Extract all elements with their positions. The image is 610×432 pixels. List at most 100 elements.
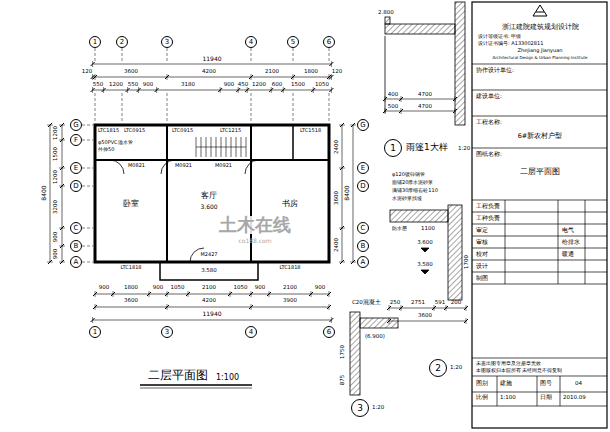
drawing-label: 2100 (202, 285, 216, 291)
drawing-label: 4700 (418, 104, 432, 110)
drawing-label: 2.800 (378, 10, 394, 16)
drawing-line (472, 212, 607, 213)
axis-bubble: 4 (245, 36, 257, 48)
axis-bubble: F (70, 134, 82, 146)
drawing-label: 8400 (344, 185, 350, 200)
drawing-line (472, 148, 607, 149)
dimension-line (60, 166, 64, 170)
drawing-label: 400 (388, 92, 399, 98)
drawing-label: 3600 (334, 191, 340, 205)
drawing-label: 外伸50 (98, 147, 114, 152)
dimension-line (155, 88, 159, 92)
drawing-path (110, 160, 124, 174)
drawing-line (472, 248, 607, 249)
drawing-label: 900 (224, 82, 235, 88)
drawing-line (472, 358, 607, 359)
dimension-line (91, 88, 95, 92)
dimension-line (385, 99, 455, 100)
drawing-label: 3.600 (200, 204, 217, 210)
drawing-label: 未盖出图专用章及注册章无效 (476, 362, 541, 367)
title-block (472, 2, 607, 428)
axis-label: 3 (165, 329, 169, 336)
dimension-line (82, 228, 93, 229)
axis-bubble: 6 (323, 36, 335, 48)
dimension-line (82, 168, 93, 169)
axis-bubble: 1 (89, 326, 101, 338)
dimension-line (340, 260, 344, 264)
drawing-path (421, 248, 429, 252)
dimension-line (251, 93, 252, 123)
drawing-label: LTC0915 (124, 128, 145, 133)
detail-bubble: 1 (384, 139, 402, 157)
drawing-label: 1800 (124, 285, 138, 291)
drawing-line (472, 224, 607, 225)
dimension-line (329, 318, 333, 322)
axis-label: 4 (249, 39, 253, 46)
axis-bubble: C (357, 222, 369, 234)
detail-eave (390, 205, 462, 300)
drawing-label: 120 (332, 69, 343, 75)
dimension-line (95, 48, 96, 61)
drawing-label: 120 (82, 69, 93, 75)
dimension-line (293, 93, 294, 123)
dimension-line (249, 75, 253, 79)
dimension-line (165, 305, 169, 309)
dimension-line (453, 109, 457, 113)
drawing-rect (390, 210, 448, 222)
axis-bubble: 4 (245, 326, 257, 338)
drawing-label: 1200 (53, 170, 59, 184)
drawing-path (533, 5, 547, 16)
drawing-label: 协作设计单位: (476, 68, 514, 74)
dimension-line (218, 88, 222, 92)
axis-bubble: C (70, 222, 82, 234)
dimension-line (102, 88, 106, 92)
drawing-label: 875 (340, 375, 346, 386)
dimension-line (329, 62, 333, 66)
drawing-line (140, 384, 252, 386)
axis-label: 3 (165, 39, 169, 46)
drawing-label: 二层平面图 (520, 168, 560, 176)
drawing-label: 1100 (421, 226, 435, 232)
dimension-line (281, 88, 285, 92)
dimension-line (60, 244, 64, 248)
drawing-line (196, 147, 246, 148)
dimension-lines (47, 48, 468, 324)
drawing-label: 2400 (334, 238, 340, 252)
axis-label: A (361, 259, 366, 266)
drawing-g (196, 137, 246, 157)
axis-label: E (361, 165, 365, 172)
axis-bubble: E (70, 162, 82, 174)
dimension-line (340, 166, 344, 170)
drawing-label: 1700 (464, 255, 470, 269)
dimension-line (399, 109, 403, 113)
drawing-label: 900 (153, 285, 164, 291)
drawing-label: 1:100 (216, 374, 239, 382)
drawing-line (558, 200, 559, 284)
drawing-label: 工种负责 (476, 216, 500, 222)
dimension-line (62, 125, 63, 262)
drawing-label: 水泥砂浆找坡 (392, 196, 422, 201)
drawing-label: M2427 (200, 252, 217, 257)
drawing-label: 给排水 (562, 240, 580, 246)
axis-label: 6 (327, 39, 331, 46)
axis-bubble: 5 (287, 36, 299, 48)
drawing-label: 3900 (283, 298, 297, 304)
drawing-label: 图纸名称: (476, 152, 502, 158)
drawing-line (472, 392, 607, 393)
drawing-rect (455, 2, 465, 125)
dimension-line (60, 138, 64, 142)
drawing-rect (160, 262, 258, 280)
drawing-label: 制图 (476, 276, 488, 282)
drawing-label: 500 (388, 104, 399, 110)
drawing-rect (360, 318, 398, 328)
dimension-line (291, 75, 295, 79)
drawing-line (472, 200, 607, 201)
dimension-line (269, 88, 273, 92)
drawing-label: M0821 (128, 163, 145, 168)
axis-label: 4 (249, 329, 253, 336)
drawing-label: 2100 (283, 285, 297, 291)
dimension-line (165, 292, 169, 296)
drawing-label: co188.com (238, 238, 271, 244)
axis-bubble: 2 (116, 36, 128, 48)
dimension-line (267, 292, 271, 296)
